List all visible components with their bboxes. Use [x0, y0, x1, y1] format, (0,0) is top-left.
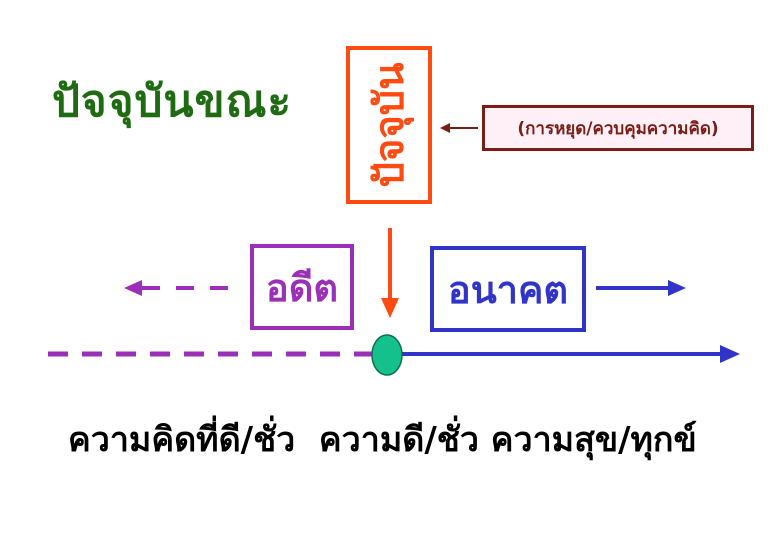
past-box: อดีต	[250, 244, 354, 330]
present-point	[371, 334, 403, 376]
present-down-arrow-head	[381, 298, 399, 318]
timeline-future-arrow-head	[720, 345, 740, 363]
future-label: อนาคต	[447, 267, 569, 312]
present-box: ปัจจุบัน	[346, 46, 432, 204]
diagram-title: ปัจจุบันขณะ	[52, 76, 293, 127]
future-direction-arrow-head	[668, 280, 686, 296]
note-label: (การหยุด/ควบคุมความคิด)	[517, 118, 719, 139]
past-direction-arrow-head	[124, 280, 142, 296]
note-arrow-head	[440, 123, 450, 133]
past-label: อดีต	[265, 265, 339, 310]
note-box: (การหยุด/ควบคุมความคิด)	[482, 105, 754, 151]
future-box: อนาคต	[430, 246, 586, 332]
footer-caption: ความคิดที่ดี/ชั่ว ความดี/ชั่ว ความสุข/ทุ…	[68, 420, 697, 460]
